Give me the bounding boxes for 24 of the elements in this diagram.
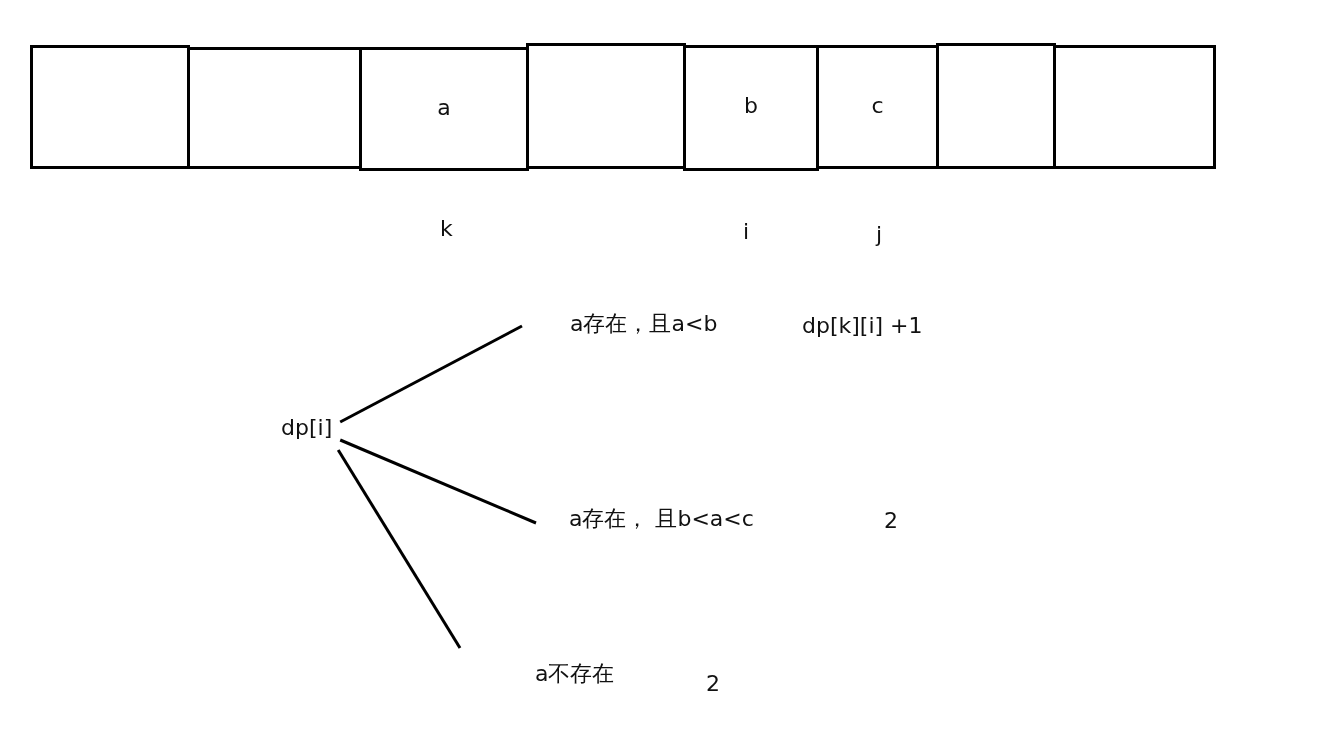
branch-condition: a存在， 且b<a<c [569,505,754,533]
index-label: j [876,221,883,249]
array-cell [359,47,529,171]
cell-label: c [870,93,885,119]
array-cell [816,45,939,169]
array-cell [526,43,686,169]
branch-line [336,449,462,649]
value-label: dp[k][i] +1 [802,312,923,340]
cell-label: a [436,95,452,121]
value-label: 2 [884,507,898,535]
cell-label: b [743,93,759,119]
array-cell [936,43,1056,169]
value-label: 2 [706,670,720,698]
index-label: i [743,218,750,246]
array-cell [30,45,190,169]
branch-line [339,438,537,525]
array-cell [683,45,819,171]
array-cell [1053,45,1216,169]
branch-condition: a不存在 [535,660,615,688]
array-cell [187,47,362,169]
branch-line [339,324,523,424]
branch-condition: a存在，且a<b [570,310,718,338]
root-label: dp[i] [281,414,333,442]
index-label: k [440,215,453,243]
